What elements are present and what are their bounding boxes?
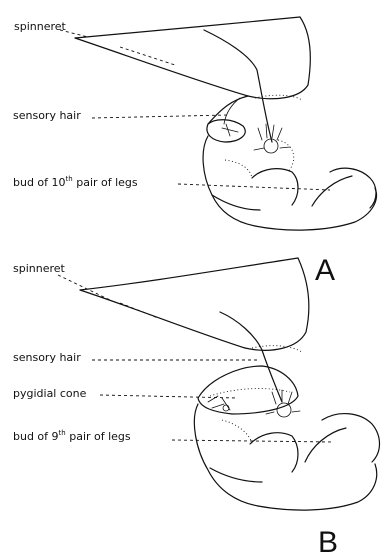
anal-tuft-a	[254, 124, 290, 150]
body-fold-a	[212, 195, 260, 210]
spinneret-lower-edge-a	[75, 38, 248, 96]
spinneret-upper-edge-b	[80, 258, 298, 290]
proleg-outline-b	[250, 433, 298, 472]
body-lower-left-a	[203, 136, 255, 226]
panel-a: spinneret sensory hair bud of 10th pair …	[13, 17, 376, 287]
pygidial-cone-b	[198, 366, 298, 414]
anal-dots-a	[278, 140, 294, 172]
leader-sensory-hair-a	[92, 115, 228, 118]
sensory-hair-long-b	[220, 312, 282, 402]
proleg-9-inner-b	[305, 428, 346, 462]
panel-b: spinneret sensory hair pygidial cone bud…	[13, 258, 380, 556]
proleg-10-inner-a	[312, 176, 352, 206]
spinneret-upper-edge-a	[75, 17, 300, 38]
panel-letter-a: A	[315, 254, 335, 287]
label-bud-legs-b: bud of 9th pair of legs	[13, 429, 131, 443]
panel-letter-b: B	[318, 526, 338, 556]
leader-bud-legs-a	[178, 184, 330, 190]
spinneret-lower-edge-b	[80, 290, 245, 348]
body-underside-a	[255, 188, 376, 230]
label-pygidial-cone-b: pygidial cone	[13, 387, 87, 400]
body-fold-b	[210, 468, 262, 482]
head-outline-a	[248, 17, 310, 99]
proleg-9-b	[322, 414, 380, 462]
body-underside-b	[258, 464, 377, 510]
body-dots-a	[225, 160, 252, 178]
body-lower-left-b	[194, 404, 258, 506]
anal-cone-a	[264, 139, 278, 153]
label-sensory-hair-a: sensory hair	[13, 109, 81, 122]
pygidial-lobe-a	[207, 120, 245, 142]
anal-cone-b	[277, 403, 291, 417]
head-outline-b	[245, 258, 309, 350]
cone-pore-b	[223, 405, 229, 411]
label-bud-legs-a: bud of 10th pair of legs	[13, 175, 138, 189]
label-spinneret-a: spinneret	[14, 20, 67, 33]
label-spinneret-b: spinneret	[13, 262, 66, 275]
label-sensory-hair-b: sensory hair	[13, 351, 81, 364]
proleg-10-a	[330, 168, 376, 208]
lobe-setae-a	[222, 124, 238, 136]
